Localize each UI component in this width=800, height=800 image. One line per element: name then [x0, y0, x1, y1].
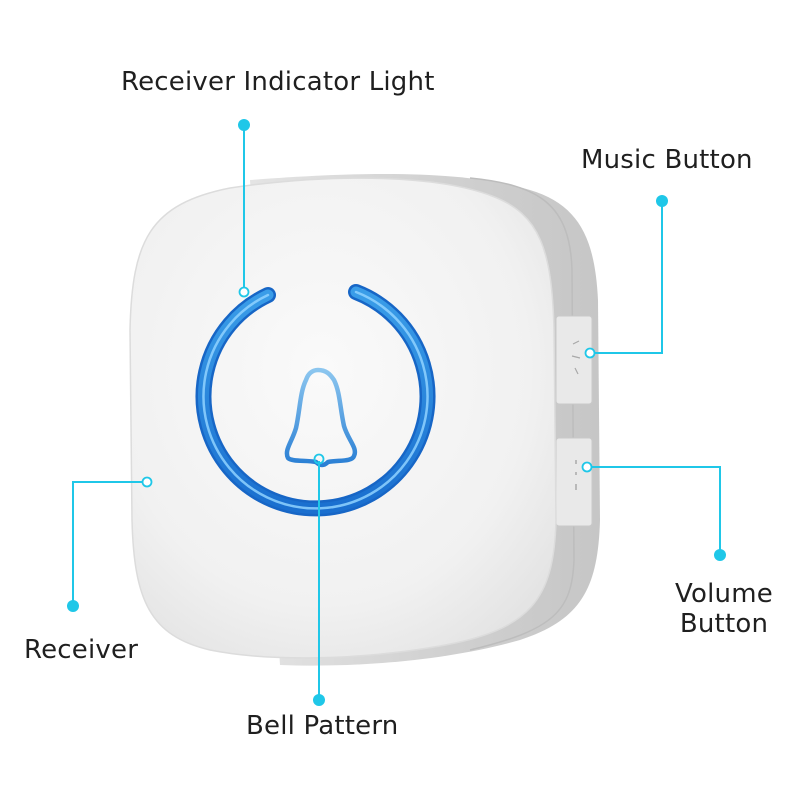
callout-dots — [67, 119, 726, 706]
callout-lines — [72, 127, 721, 700]
volume-anchor-ring — [581, 461, 593, 473]
music-callout-dot — [656, 195, 668, 207]
label-volume-line1: Volume — [675, 579, 773, 609]
label-volume-button: Volume Button — [664, 579, 784, 639]
label-receiver-indicator-light: Receiver Indicator Light — [121, 67, 435, 97]
receiver-anchor-ring — [141, 476, 153, 488]
music-anchor-ring — [584, 347, 596, 359]
indicator-anchor-ring — [238, 286, 250, 298]
bell-callout-dot — [313, 694, 325, 706]
label-bell-pattern: Bell Pattern — [246, 711, 399, 741]
indicator-callout-dot — [238, 119, 250, 131]
label-receiver: Receiver — [24, 635, 139, 665]
volume-button-shape — [555, 437, 593, 527]
music-button-shape — [555, 315, 593, 405]
label-music-button: Music Button — [581, 145, 753, 175]
receiver-callout-dot — [67, 600, 79, 612]
bell-anchor-ring — [313, 453, 325, 465]
bell-pattern-icon — [284, 367, 358, 468]
volume-callout-dot — [714, 549, 726, 561]
label-volume-line2: Button — [679, 609, 769, 639]
